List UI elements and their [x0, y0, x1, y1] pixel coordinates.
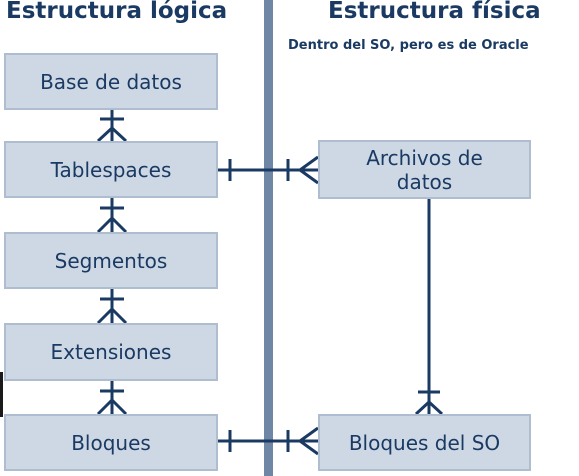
physical-structure-title: Estructura física [328, 0, 541, 24]
box-base-de-datos: Base de datos [4, 53, 218, 110]
relation-datafiles-osblocks [414, 199, 444, 416]
relation-blocks-osblocks [217, 426, 319, 456]
left-edge-mark [0, 372, 3, 417]
physical-structure-subtitle: Dentro del SO, pero es de Oracle [288, 38, 529, 53]
box-archivos-de-datos: Archivos de datos [318, 140, 531, 199]
relation-extents-blocks [96, 381, 128, 416]
box-bloques-del-so: Bloques del SO [318, 414, 531, 471]
relation-segments-extents [96, 289, 128, 325]
box-tablespaces: Tablespaces [4, 141, 218, 198]
relation-database-tablespaces [96, 110, 128, 143]
box-bloques: Bloques [4, 414, 218, 471]
logical-structure-title: Estructura lógica [6, 0, 228, 24]
relation-tablespaces-datafiles [217, 155, 319, 185]
box-extensiones: Extensiones [4, 323, 218, 381]
relation-tablespaces-segments [96, 198, 128, 234]
box-segmentos: Segmentos [4, 232, 218, 289]
structure-divider [264, 0, 273, 476]
